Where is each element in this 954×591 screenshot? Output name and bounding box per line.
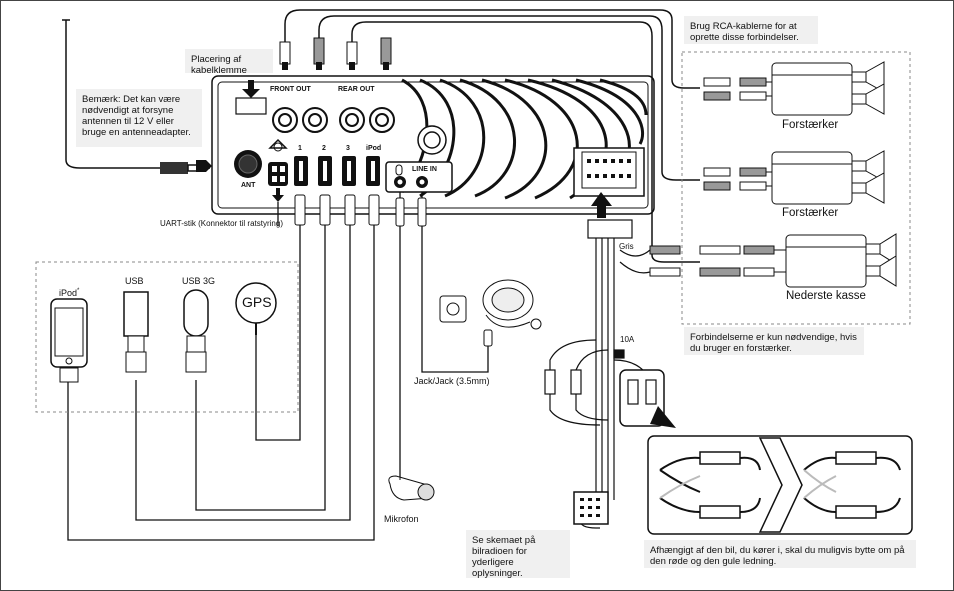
rear-out-label: REAR OUT [338, 86, 375, 93]
gris-label: Gris [619, 242, 634, 251]
mikrofon-label: Mikrofon [384, 514, 419, 524]
gps-label: GPS [242, 294, 272, 310]
ipod-icon [50, 298, 88, 383]
amp2-label: Forstærker [782, 207, 839, 219]
port-ipod-label: iPod [366, 145, 382, 152]
usb-label: USB [125, 276, 144, 286]
up-arrow-icon [591, 192, 612, 218]
zoom-arrow-icon [650, 406, 676, 428]
fuse-label: 10A [620, 335, 635, 344]
ant-label: ANT [241, 182, 256, 189]
swap-illustration [647, 435, 913, 535]
rca-plug-icon [279, 37, 392, 70]
port-3-label: 3 [346, 145, 350, 152]
subwoofer [785, 233, 897, 288]
amplifier-1 [771, 61, 885, 116]
subwoofer-label: Nederste kasse [786, 290, 866, 302]
usb-3g-icon [183, 289, 209, 373]
front-out-label: FRONT OUT [270, 86, 311, 93]
down-arrow-icon [272, 188, 284, 202]
antenna-icon [62, 19, 210, 174]
head-unit [211, 75, 655, 215]
swap-note: Afhængigt af den bil, du kører i, skal d… [644, 540, 916, 568]
ipod-footnote-mark: * [77, 288, 80, 294]
usb-cables [67, 192, 489, 541]
clamp-arrow-icon [242, 80, 260, 98]
line-in-label: LINE IN [412, 166, 437, 173]
devices-group [35, 261, 299, 413]
antenna-arrow-icon [196, 160, 212, 172]
amp-rca-plugs [649, 77, 786, 277]
microphone-icon [388, 472, 435, 501]
amp-note: Forbindelserne er kun nødvendige, hvis d… [684, 327, 864, 355]
rca-cables [284, 9, 700, 263]
mp3-player-icon [439, 279, 542, 347]
amplifier-2 [771, 150, 885, 205]
usb-3g-label: USB 3G [182, 276, 216, 286]
port-1-label: 1 [298, 145, 302, 152]
wiring-harness [544, 219, 665, 529]
cable-clamp-note: Placering af kabelklemme [185, 49, 273, 76]
jack-label: Jack/Jack (3.5mm) [414, 376, 490, 386]
antenna-note: Bemærk: Det kan være nødvendigt at forsy… [76, 89, 202, 147]
schema-note: Se skemaet på bilradioen for yderligere … [466, 530, 570, 579]
ipod-label: iPod* [59, 288, 80, 298]
uart-label: UART-stik (Konnektor til ratstyring) [160, 219, 283, 228]
gps-antenna-icon [235, 282, 277, 335]
usb-stick-icon [123, 291, 149, 373]
amp1-label: Forstærker [782, 119, 839, 131]
iso-connector-icon [573, 491, 609, 525]
amplifier-group [681, 51, 911, 325]
rca-note: Brug RCA-kablerne for at oprette disse f… [684, 16, 818, 44]
port-2-label: 2 [322, 145, 326, 152]
